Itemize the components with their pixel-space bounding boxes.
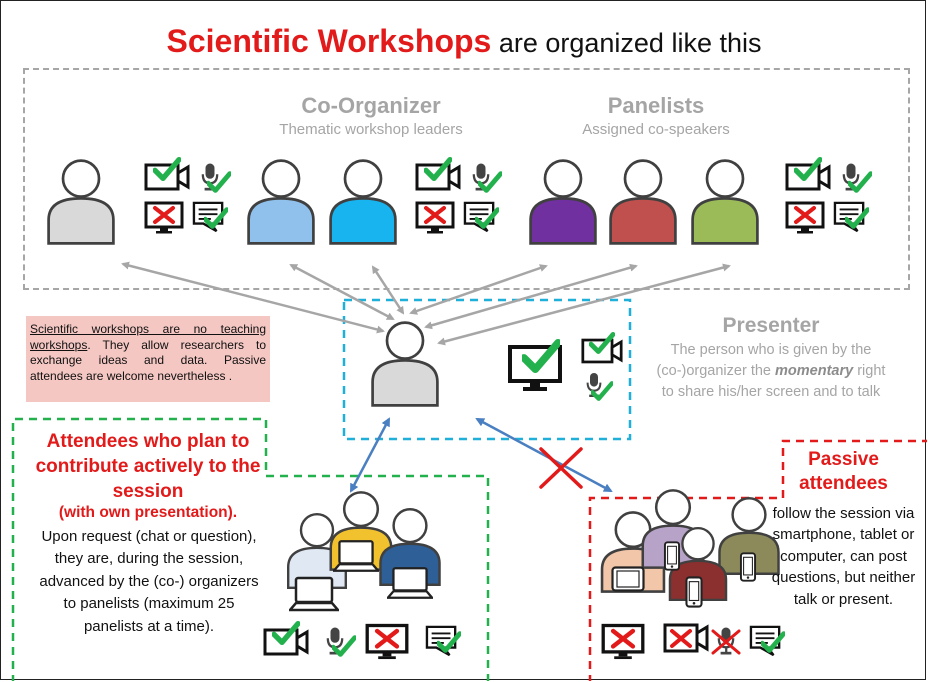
active-attendees-title: Attendees who plan to contribute activel… bbox=[35, 431, 261, 502]
panelists-heading: Panelists bbox=[607, 93, 705, 118]
note-rest: . They allow researchers to exchange ide… bbox=[30, 337, 266, 383]
panelists-header: Panelists Assigned co-speakers bbox=[556, 93, 756, 138]
teaching-note: Scientific workshops are no teaching wor… bbox=[26, 316, 270, 402]
passive-attendees-outline bbox=[588, 439, 927, 681]
co-organizer-heading: Co-Organizer bbox=[301, 93, 441, 118]
passive-attendees-title: Passive attendees bbox=[799, 449, 888, 494]
presenter-line3: to share his/her screen and to talk bbox=[661, 384, 881, 400]
blocked-cross bbox=[539, 447, 583, 489]
note-underlined: Scientific workshops are no teaching wor… bbox=[30, 322, 266, 352]
co-organizer-subheading: Thematic workshop leaders bbox=[279, 121, 463, 138]
presenter-heading: Presenter bbox=[722, 314, 820, 337]
panelists-subheading: Assigned co-speakers bbox=[582, 121, 730, 138]
title-rest: are organized like this bbox=[491, 28, 762, 58]
passive-attendees-description: follow the session via smartphone, table… bbox=[771, 505, 916, 608]
active-attendees-subtitle: (with own presentation). bbox=[58, 504, 238, 521]
co-organizer-header: Co-Organizer Thematic workshop leaders bbox=[266, 93, 476, 138]
presenter-line2-post: right bbox=[853, 363, 886, 379]
presenter-line2: (co-)organizer the momentary right bbox=[621, 361, 921, 382]
presenter-line2-em: momentary bbox=[775, 363, 854, 379]
active-attendees-outline bbox=[11, 417, 490, 681]
presenter-line2-pre: (co-)organizer the bbox=[656, 363, 776, 379]
page-title: Scientific Workshops are organized like … bbox=[1, 23, 927, 60]
presenter-description: Presenter The person who is given by the… bbox=[621, 314, 921, 403]
title-highlight: Scientific Workshops bbox=[166, 23, 492, 59]
presenter-line1: The person who is given by the bbox=[670, 342, 872, 358]
active-attendees-description: Upon request (chat or question), they ar… bbox=[39, 528, 259, 635]
